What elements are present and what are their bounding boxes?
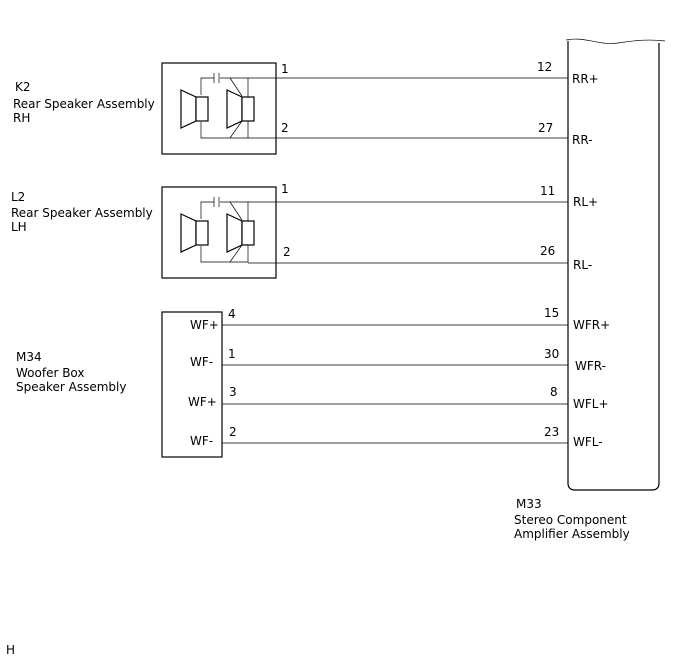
wire-terminal: RR- [572, 133, 593, 147]
k2-name-line-2: RH [13, 111, 30, 125]
m34-woofer-box: WF+ WF- WF+ WF- [161, 311, 223, 458]
l2-speaker-box [161, 186, 277, 279]
wire-terminal: WFR+ [573, 318, 610, 332]
m33-amplifier-box [565, 38, 666, 491]
wire-from-pin: 4 [228, 307, 236, 321]
m34-name-line-2: Speaker Assembly [16, 380, 126, 394]
wire-to-pin: 26 [540, 244, 555, 258]
wire-terminal: WFL+ [573, 397, 609, 411]
wire-rl-minus: 2 26 RL- [248, 244, 592, 272]
wire-terminal: WFL- [573, 435, 603, 449]
l2-internal-wire [200, 201, 249, 263]
wire-terminal: RL+ [573, 195, 598, 209]
l2-tweeter-icon [226, 213, 255, 253]
wire-wfl-plus: 3 8 WFL+ [222, 385, 609, 411]
wire-rr-minus: 2 27 RR- [248, 121, 593, 147]
wire-terminal: RR+ [572, 72, 599, 86]
m33-code: M33 [516, 497, 542, 511]
wire-to-pin: 27 [538, 121, 553, 135]
k2-speaker-icon [180, 89, 209, 129]
wire-terminal: WFR- [575, 359, 606, 373]
m34-pin-label: WF- [190, 355, 213, 369]
l2-tweeter-leads [229, 201, 243, 263]
m33-box-outline [567, 41, 660, 491]
m34-label: M34 Woofer Box Speaker Assembly [16, 350, 126, 394]
m34-name-line-1: Woofer Box [16, 366, 85, 380]
wire-terminal: RL- [573, 258, 592, 272]
k2-label: K2 Rear Speaker Assembly RH [13, 80, 155, 125]
wire-from-pin: 2 [283, 245, 291, 259]
m33-name-line-2: Amplifier Assembly [514, 527, 630, 541]
wire-to-pin: 8 [550, 385, 558, 399]
l2-label: L2 Rear Speaker Assembly LH [11, 190, 153, 234]
m34-code: M34 [16, 350, 42, 364]
wire-rr-plus: 1 12 RR+ [248, 60, 599, 86]
wire-to-pin: 12 [537, 60, 552, 74]
wire-from-pin: 1 [281, 62, 289, 76]
wire-to-pin: 15 [544, 306, 559, 320]
l2-name-line-2: LH [11, 220, 27, 234]
l2-name-line-1: Rear Speaker Assembly [11, 206, 153, 220]
wire-rl-plus: 1 11 RL+ [248, 182, 598, 209]
wire-from-pin: 2 [229, 425, 237, 439]
k2-name-line-1: Rear Speaker Assembly [13, 97, 155, 111]
m33-label: M33 Stereo Component Amplifier Assembly [514, 497, 630, 541]
m34-pin-label: WF+ [188, 395, 217, 409]
wire-to-pin: 11 [540, 184, 555, 198]
wire-wfr-minus: 1 30 WFR- [222, 347, 606, 373]
wire-to-pin: 23 [544, 425, 559, 439]
m34-pin-label: WF- [190, 434, 213, 448]
footer-code: H [6, 643, 15, 657]
wire-group: 1 12 RR+ 2 27 RR- 1 11 RL+ 2 26 RL- 4 [222, 60, 610, 449]
k2-tweeter-leads [229, 77, 243, 139]
wire-from-pin: 2 [281, 121, 289, 135]
m34-box-outline [161, 311, 223, 458]
l2-speaker-icon [180, 213, 209, 253]
l2-code: L2 [11, 190, 25, 204]
m34-pin-label: WF+ [190, 318, 219, 332]
wire-wfl-minus: 2 23 WFL- [222, 425, 603, 449]
k2-speaker-box [161, 62, 277, 155]
m33-name-line-1: Stereo Component [514, 513, 627, 527]
k2-code: K2 [15, 80, 31, 94]
wire-to-pin: 30 [544, 347, 559, 361]
wire-from-pin: 1 [281, 182, 289, 196]
k2-tweeter-icon [226, 89, 255, 129]
wire-from-pin: 1 [228, 347, 236, 361]
m33-break-line [565, 38, 666, 44]
wire-wfr-plus: 4 15 WFR+ [222, 306, 610, 332]
wire-from-pin: 3 [229, 385, 237, 399]
